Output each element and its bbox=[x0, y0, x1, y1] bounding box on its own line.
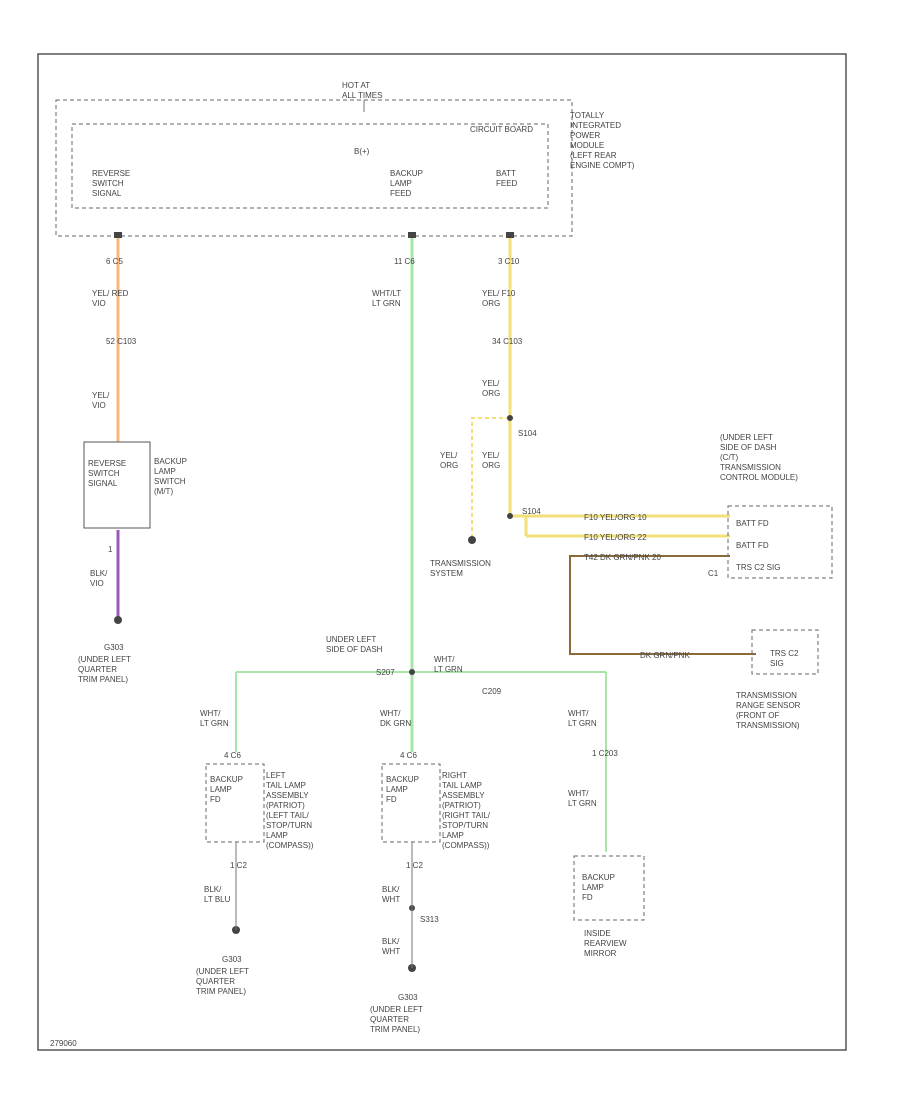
tcm-box bbox=[727, 505, 833, 579]
branch-color-right: YEL/ORG bbox=[482, 451, 500, 470]
splice-s104-lower bbox=[507, 513, 513, 519]
tcm-conn-label: C1 bbox=[708, 569, 719, 578]
branch-color-left: YEL/ORG bbox=[440, 451, 458, 470]
splice-s104 bbox=[507, 415, 513, 421]
right-wire-color-2: YEL/ORG bbox=[482, 379, 500, 398]
s104-label: S104 bbox=[518, 429, 537, 438]
left-wire-color-2: YEL/VIO bbox=[92, 391, 110, 410]
left-tail-conn: 4 C6 bbox=[224, 751, 241, 760]
branch-right-color-2: WHT/LT GRN bbox=[568, 789, 597, 808]
backup-lamp-switch-box bbox=[83, 441, 151, 529]
trs-wire-color: DK GRN/PNK bbox=[640, 651, 690, 660]
switch-ground-pin: 1 bbox=[108, 545, 113, 554]
right-splice-label: 34 C103 bbox=[492, 337, 523, 346]
right-tail-ground-color-1: BLK/WHT bbox=[382, 885, 400, 904]
tcm-row-3: T42 DK GRN/PNK 20 bbox=[584, 553, 661, 562]
right-tail-box bbox=[381, 763, 441, 843]
tcm-row-1: F10 YEL/ORG 10 bbox=[584, 513, 647, 522]
ground-dot-switch bbox=[114, 616, 122, 624]
left-tail-box bbox=[205, 763, 265, 843]
s104-lower-label: S104 bbox=[522, 507, 541, 516]
wire-trans-system-branch bbox=[471, 417, 510, 538]
left-conn-label: 6 C5 bbox=[106, 257, 123, 266]
wire-trs-signal bbox=[569, 555, 756, 655]
tipm-circuit-board-box bbox=[71, 123, 549, 209]
right-tail-splice: S313 bbox=[420, 915, 439, 924]
branch-mid-color: WHT/DK GRN bbox=[380, 709, 411, 728]
tcm-row-2: F10 YEL/ORG 22 bbox=[584, 533, 647, 542]
right-tail-pin: 1 C2 bbox=[406, 861, 423, 870]
branch-left-color: WHT/LT GRN bbox=[200, 709, 229, 728]
trs-box bbox=[751, 629, 819, 675]
right-tail-conn: 4 C6 bbox=[400, 751, 417, 760]
mirror-box bbox=[573, 855, 645, 921]
mid-conn-label: 11 C6 bbox=[394, 257, 415, 266]
tcm-pin-3: TRS C2 SIG bbox=[736, 563, 780, 572]
c209-label: C209 bbox=[482, 687, 502, 696]
splice-s207 bbox=[409, 669, 415, 675]
footer-code: 279060 bbox=[50, 1039, 77, 1048]
right-conn-label: 3 C10 bbox=[498, 257, 520, 266]
switch-ground-color: BLK/VIO bbox=[90, 569, 108, 588]
ground-dot-trans-system bbox=[468, 536, 476, 544]
tipm-fuse-label: B(+) bbox=[354, 147, 370, 156]
diagram-border bbox=[37, 53, 847, 1051]
tcm-pin-2: BATT FD bbox=[736, 541, 769, 550]
tipm-outer-box bbox=[55, 99, 573, 237]
tcm-pin-1: BATT FD bbox=[736, 519, 769, 528]
left-tail-ground-color: BLK/LT BLU bbox=[204, 885, 231, 904]
right-tail-ground-code: G303 bbox=[398, 993, 418, 1002]
left-tail-pin: 1 C2 bbox=[230, 861, 247, 870]
switch-ground-code: G303 bbox=[104, 643, 124, 652]
branch-right-color: WHT/LT GRN bbox=[568, 709, 597, 728]
bus-wire-color: WHT/LT GRN bbox=[434, 655, 463, 674]
tipm-circuit-board-label: CIRCUIT BOARD bbox=[470, 125, 533, 134]
splice-s207-code: S207 bbox=[376, 668, 395, 677]
c203-label: 1 C203 bbox=[592, 749, 618, 758]
right-tail-ground-color-2: BLK/WHT bbox=[382, 937, 400, 956]
left-tail-ground-code: G303 bbox=[222, 955, 242, 964]
left-splice-label: 52 C103 bbox=[106, 337, 137, 346]
